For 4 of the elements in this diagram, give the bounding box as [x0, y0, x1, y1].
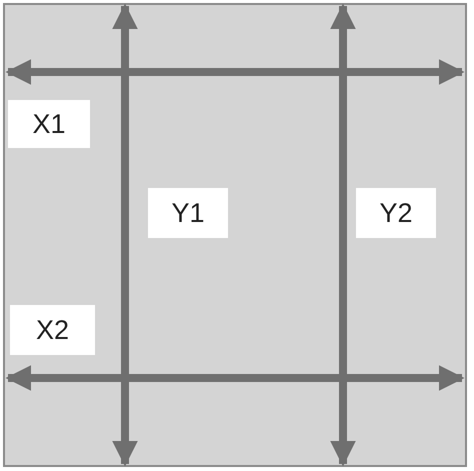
axis-label: X1 [8, 100, 90, 148]
axis-label: Y2 [356, 188, 436, 238]
axis-label: Y1 [148, 188, 228, 238]
axis-label: X2 [10, 305, 95, 355]
